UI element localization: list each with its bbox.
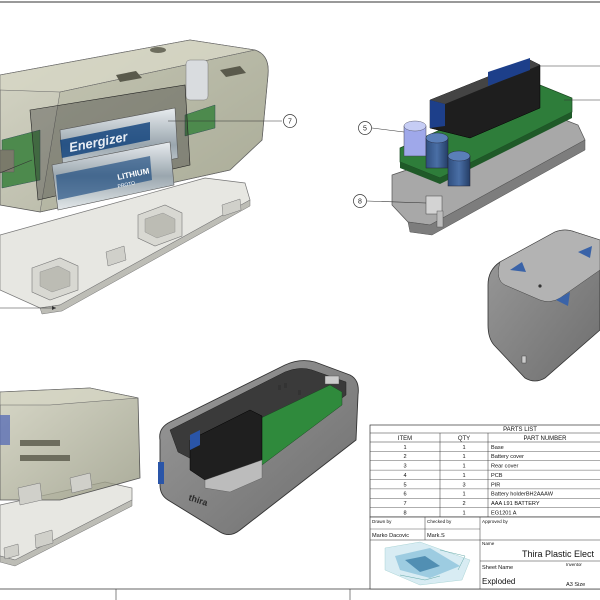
name-label: Name: [482, 541, 495, 546]
callout-7-bubble: [283, 114, 297, 128]
view-transparent-enclosure: Energizer LITHIUM PROTO 7: [0, 39, 297, 315]
parts-list-row-lines: [370, 451, 600, 508]
callout-5-bubble: [358, 121, 372, 135]
cell-item: 4: [403, 473, 406, 479]
checked-by-label: Checked by: [427, 519, 452, 524]
cell-item: 1: [403, 445, 406, 451]
company-logo: [384, 541, 471, 586]
cell-qty: 3: [462, 482, 465, 488]
col-header-qty: QTY: [458, 436, 470, 442]
battery-subtype: PROTO: [117, 180, 136, 190]
col-header-item: ITEM: [398, 436, 412, 442]
cell-part-number: Rear cover: [491, 464, 518, 470]
cell-part-number: Battery holderBH2AAAW: [491, 492, 554, 498]
cell-part-number: EG1201 A: [491, 510, 517, 516]
battery: Energizer LITHIUM PROTO: [51, 107, 179, 211]
callout-5-label: 5: [363, 126, 367, 133]
callout-8-bubble: [353, 194, 367, 208]
callout-8-label: 8: [358, 199, 362, 206]
view-pcb-exploded: 5 8: [353, 58, 600, 236]
inventor-label: Inventor: [566, 562, 582, 567]
drawn-by-label: Drawn by: [372, 519, 392, 524]
checked-by-value: Mark.S: [427, 533, 445, 539]
cell-qty: 2: [462, 501, 465, 507]
cell-part-number: Battery cover: [491, 454, 524, 460]
sheet-name-label: Sheet Name: [482, 565, 513, 571]
parts-list-title: PARTS LIST: [503, 427, 537, 433]
col-header-part-number: PART NUMBER: [523, 436, 567, 442]
callout-7-label: 7: [288, 119, 292, 126]
cell-part-number: PCB: [491, 473, 503, 479]
cell-item: 5: [403, 482, 406, 488]
base-clips: [31, 198, 242, 301]
cell-item: 3: [403, 464, 406, 470]
cell-item: 8: [403, 510, 406, 516]
cell-part-number: PIR: [491, 482, 500, 488]
cell-item: 7: [403, 501, 406, 507]
cell-part-number: AAA L91 BATTERY: [491, 501, 540, 507]
sheet-name-value: Exploded: [482, 577, 515, 586]
cell-item: 2: [403, 454, 406, 460]
view-side-transparent: [0, 387, 141, 567]
view-open-enclosure: thira: [158, 360, 359, 535]
cell-qty: 1: [462, 473, 465, 479]
cell-item: 6: [403, 492, 406, 498]
view-closed-enclosure: [487, 229, 600, 382]
capacitors: [403, 120, 471, 187]
size-label: A3 Size: [566, 582, 585, 588]
title-block: Drawn by Marko Dacovic Checked by Mark.S…: [369, 516, 600, 590]
cell-qty: 1: [462, 510, 465, 516]
cell-part-number: Base: [491, 445, 504, 451]
cell-qty: 1: [462, 492, 465, 498]
approved-by-label: Approved by: [482, 519, 508, 524]
drawn-by-value: Marko Dacovic: [372, 533, 409, 539]
name-value: Thira Plastic Elect: [522, 549, 595, 559]
cell-qty: 1: [462, 464, 465, 470]
cell-qty: 1: [462, 454, 465, 460]
cell-qty: 1: [462, 445, 465, 451]
